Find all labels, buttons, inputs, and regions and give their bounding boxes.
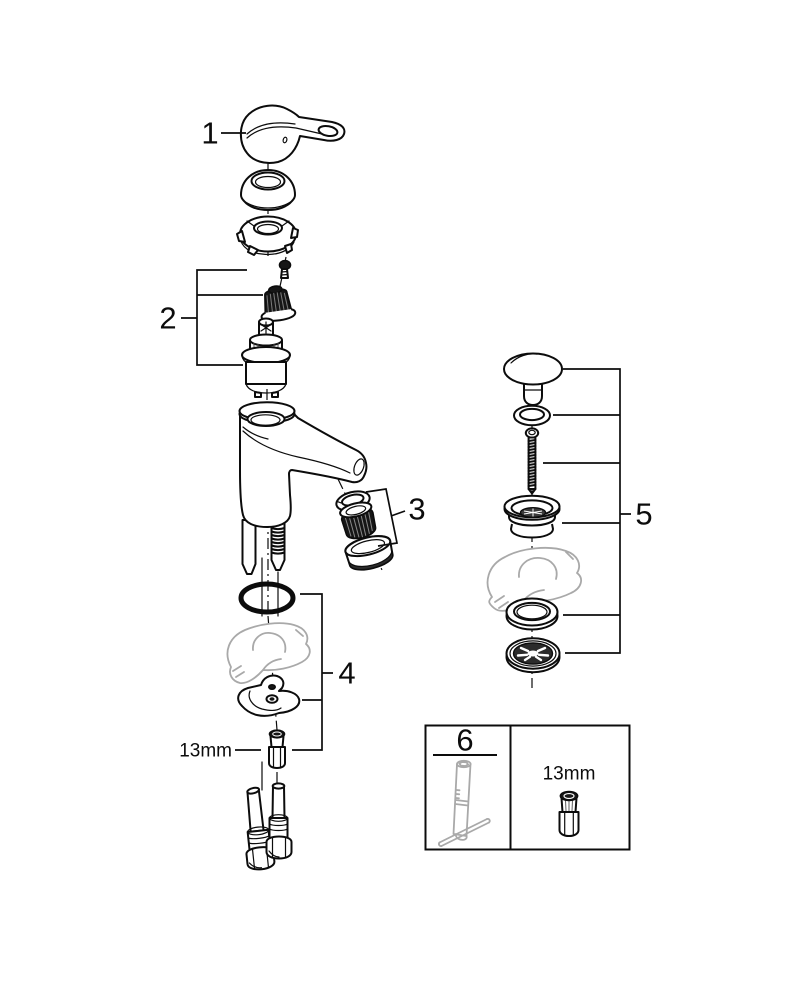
drain-screw <box>524 427 540 495</box>
o-ring <box>238 581 296 615</box>
mounting-horseshoe-bracket <box>237 674 301 717</box>
cartridge <box>241 317 291 398</box>
handle-screw <box>278 259 292 279</box>
handle-mounting-ring <box>236 215 299 256</box>
callout-number-6: 6 <box>456 722 474 758</box>
callout-number-2: 2 <box>159 300 177 336</box>
callout-number-3: 3 <box>408 491 426 527</box>
box-wrench-size-label: 13mm <box>542 763 596 785</box>
tool-box-panel <box>424 724 631 851</box>
drain-seal-ring-top <box>513 404 551 427</box>
aerator-shell <box>344 535 394 571</box>
callout-number-5: 5 <box>635 496 653 532</box>
shank-tubes <box>241 519 286 617</box>
adjusting-cap <box>260 285 297 322</box>
mounting-putty-gasket <box>226 622 311 684</box>
box-nut <box>558 790 580 837</box>
callout-number-1: 1 <box>201 115 219 151</box>
drain-flange <box>503 494 561 539</box>
drain-seal-ring-bottom <box>505 597 559 631</box>
lever-handle <box>239 104 346 164</box>
drain-putty-gasket <box>486 546 582 612</box>
supply-hose-right <box>265 782 293 860</box>
aerator-insert <box>339 501 377 540</box>
callout-number-4: 4 <box>338 655 356 691</box>
callout-leaders <box>181 132 631 751</box>
drain-strainer <box>505 637 561 674</box>
faucet-body <box>238 401 368 528</box>
handle-dome-cap <box>240 169 296 211</box>
mounting-nut <box>268 729 286 769</box>
wrench-size-label: 13mm <box>179 740 232 762</box>
drain-plug <box>503 352 563 406</box>
socket-wrench-tool <box>438 759 491 847</box>
